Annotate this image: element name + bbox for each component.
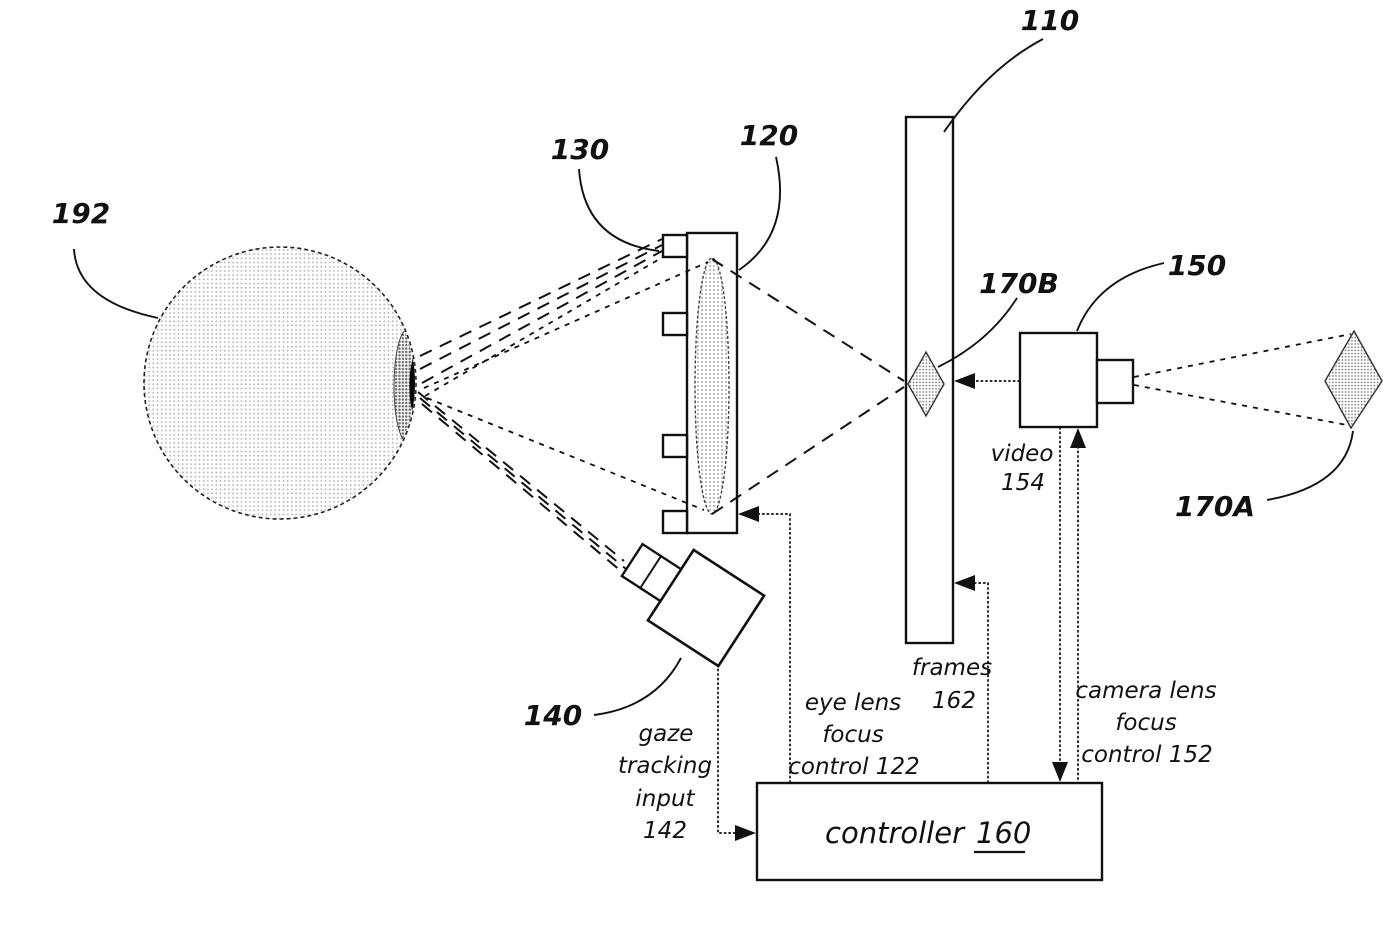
gaze-ray [421, 403, 641, 588]
label-eye-lens-focus-1: eye lens [805, 690, 901, 716]
gaze-input-wire [717, 664, 738, 834]
leader-lines [73, 38, 1354, 716]
leader-150 [1076, 262, 1165, 332]
arrowhead-down [1052, 762, 1068, 782]
camera-view-ray [1133, 333, 1352, 378]
camera-body [1018, 331, 1099, 429]
illuminator-tab [661, 233, 689, 259]
arrowhead-right [735, 825, 756, 841]
leader-170a [1266, 430, 1354, 501]
label-eye-lens-ref: 120 [740, 119, 798, 152]
label-display-ref: 110 [1021, 4, 1079, 37]
eye-lens-element-120 [694, 257, 730, 515]
label-illuminator-ref: 130 [551, 133, 609, 166]
label-eye-lens-focus-3: control 122 [788, 754, 919, 780]
leader-110 [943, 38, 1044, 133]
leader-170b [937, 297, 1018, 368]
displayed-image-diamond-170b [907, 350, 945, 418]
eye-lens-focus-wire [756, 513, 791, 783]
iris [393, 328, 415, 444]
eye-192 [143, 246, 417, 520]
light-ray [419, 238, 663, 357]
illuminator-tab [661, 433, 689, 459]
label-eye-lens-focus-2: focus [822, 722, 883, 748]
lens-assembly [661, 231, 739, 535]
arrowhead-up [1070, 428, 1086, 448]
label-controller: controller [825, 816, 966, 850]
camera-lens-barrel [1095, 358, 1135, 405]
label-video: video [991, 441, 1054, 467]
label-gaze-camera-ref: 140 [524, 699, 582, 732]
illuminator-tab [661, 509, 689, 535]
leader-192 [73, 248, 159, 319]
label-camera-focus-3: control 152 [1081, 742, 1212, 768]
label-camera-ref: 150 [1168, 249, 1226, 282]
light-ray [421, 250, 663, 384]
label-frames: frames [912, 655, 992, 681]
gaze-ray [419, 397, 633, 575]
label-gaze-input-2: tracking [618, 753, 712, 779]
label-controller-ref: 160 [976, 816, 1031, 850]
label-displayed-object-ref: 170B [979, 267, 1059, 300]
label-eye-ref: 192 [52, 197, 110, 230]
focus-cone-ray [711, 386, 905, 515]
light-ray [423, 261, 709, 389]
pupil [409, 353, 415, 419]
label-gaze-input-1: gaze [639, 721, 694, 747]
label-video-ref: 154 [1001, 470, 1045, 496]
label-camera-focus-2: focus [1115, 710, 1176, 736]
leader-120 [738, 156, 782, 271]
controller-box-160 [755, 781, 1104, 882]
gaze-camera-140 [620, 542, 766, 668]
illuminator-tab [661, 311, 689, 337]
label-camera-focus-1: camera lens [1075, 678, 1216, 704]
light-rays [417, 238, 905, 588]
eyeball-outline [143, 246, 417, 520]
label-gaze-input-4: 142 [643, 818, 687, 844]
leader-140 [593, 657, 682, 716]
leader-130 [578, 168, 660, 252]
arrowhead-left [738, 506, 759, 522]
camera-150 [1018, 331, 1135, 429]
real-object-diamond-170a [1324, 329, 1383, 430]
light-ray [419, 244, 663, 370]
barrel-divider [639, 555, 662, 589]
signal-wires [717, 373, 1086, 841]
label-frames-ref: 162 [932, 688, 976, 714]
focus-cone-ray [711, 258, 905, 382]
label-gaze-input-3: input [635, 786, 695, 812]
arrowhead-left [954, 373, 975, 389]
camera-view-ray [1133, 384, 1348, 426]
gaze-ray [417, 391, 625, 562]
frames-wire [972, 582, 989, 783]
arrowhead-left [954, 575, 975, 591]
label-real-object-ref: 170A [1175, 490, 1255, 523]
light-ray [424, 256, 664, 397]
